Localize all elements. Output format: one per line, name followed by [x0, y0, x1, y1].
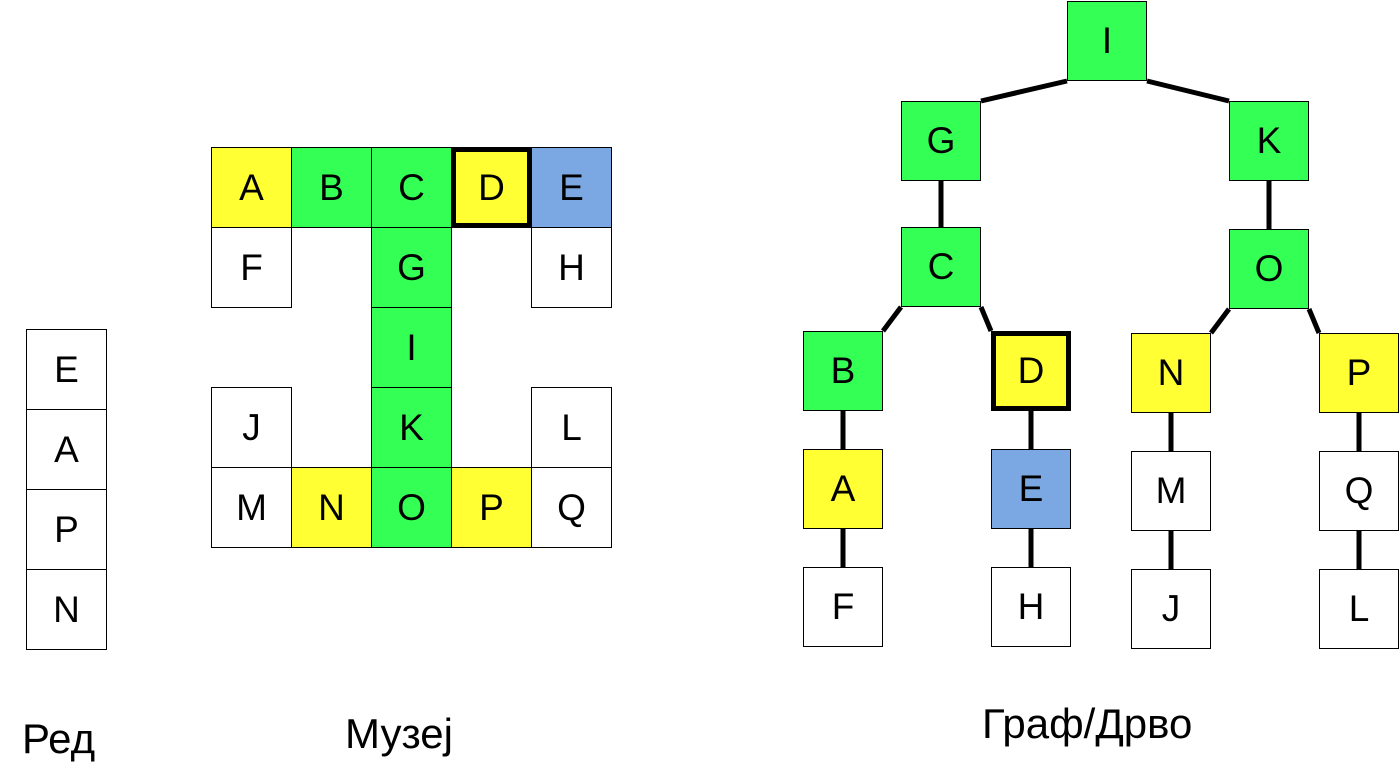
museum-room-p-label: P [479, 486, 504, 528]
tree-edge-i-g [980, 78, 1068, 104]
tree-node-i-label: I [1101, 20, 1113, 61]
tree-node-q-label: Q [1344, 470, 1374, 511]
tree-node-n-label: N [1157, 352, 1185, 393]
tree-node-f: F [803, 567, 883, 647]
queue-item: P [26, 489, 107, 570]
museum-room-o-label: O [397, 486, 426, 528]
tree-node-o-label: O [1254, 248, 1284, 289]
queue-item-label: E [54, 348, 79, 390]
tree-node-l: L [1319, 569, 1399, 649]
museum-room-p: P [451, 467, 532, 548]
tree-node-e-label: E [1018, 468, 1044, 509]
museum-room-e-label: E [559, 166, 584, 208]
museum-room-b: B [291, 147, 372, 228]
tree-node-e: E [991, 449, 1071, 529]
tree-node-m: M [1131, 451, 1211, 531]
tree-node-i: I [1067, 1, 1147, 81]
museum-room-h-label: H [558, 246, 585, 288]
tree-node-j: J [1131, 569, 1211, 649]
museum-room-c-label: C [398, 166, 425, 208]
tree-node-d: D [991, 331, 1071, 411]
tree-node-c-label: C [927, 246, 955, 287]
museum-room-n: N [291, 467, 372, 548]
museum-room-a: A [211, 147, 292, 228]
tree-node-l-label: L [1348, 588, 1370, 629]
tree-node-q: Q [1319, 451, 1399, 531]
tree-node-b-label: B [830, 350, 856, 391]
tree-node-d-label: D [1017, 350, 1045, 391]
tree-node-a-label: A [830, 468, 856, 509]
queue-caption: Ред [22, 715, 96, 762]
tree-node-f-label: F [831, 586, 855, 627]
museum-room-h: H [531, 227, 612, 308]
tree-node-j-label: J [1161, 588, 1181, 629]
tree-edge-o-n [1209, 307, 1231, 335]
museum-room-n-label: N [318, 486, 345, 528]
museum-room-e: E [531, 147, 612, 228]
museum-room-m: M [211, 467, 292, 548]
museum-room-d-label: D [478, 166, 505, 208]
museum-room-k-label: K [399, 406, 424, 448]
museum-room-i-label: I [406, 326, 417, 368]
museum-room-q: Q [531, 467, 612, 548]
museum-room-j-label: J [242, 406, 261, 448]
museum-room-g: G [371, 227, 452, 308]
museum-room-g-label: G [397, 246, 426, 288]
tree-edge-c-d [978, 306, 994, 332]
tree-node-k-label: K [1256, 120, 1282, 161]
museum-room-a-label: A [239, 166, 264, 208]
museum-room-l-label: L [561, 406, 582, 448]
museum-room-f: F [211, 227, 292, 308]
tree-node-p-label: P [1346, 352, 1372, 393]
queue-item-label: N [53, 588, 80, 630]
museum-room-k: K [371, 387, 452, 468]
museum-room-q-label: Q [557, 486, 586, 528]
tree-node-b: B [803, 331, 883, 411]
tree-node-m-label: M [1155, 470, 1187, 511]
museum-room-l: L [531, 387, 612, 468]
tree-node-k: K [1229, 101, 1309, 181]
museum-room-o: O [371, 467, 452, 548]
museum-room-b-label: B [319, 166, 344, 208]
tree-edge-o-p [1306, 308, 1322, 334]
queue-item-label: P [54, 508, 79, 550]
tree-node-h: H [991, 567, 1071, 647]
museum-room-d: D [451, 147, 532, 228]
tree-node-o: O [1229, 229, 1309, 309]
museum-caption: Музеј [345, 710, 453, 757]
tree-node-h-label: H [1017, 586, 1045, 627]
tree-node-p: P [1319, 333, 1399, 413]
museum-room-f-label: F [240, 246, 263, 288]
tree-edge-i-k [1146, 78, 1230, 104]
queue-item-label: A [54, 428, 79, 470]
tree-node-n: N [1131, 333, 1211, 413]
museum-room-m-label: M [236, 486, 267, 528]
tree-node-a: A [803, 449, 883, 529]
tree-caption: Граф/Дрво [982, 700, 1193, 747]
tree-edge-c-b [881, 305, 903, 333]
tree-node-c: C [901, 227, 981, 307]
tree-node-g-label: G [926, 120, 956, 161]
tree-node-g: G [901, 101, 981, 181]
queue-item: E [26, 329, 107, 410]
queue-item: N [26, 569, 107, 650]
